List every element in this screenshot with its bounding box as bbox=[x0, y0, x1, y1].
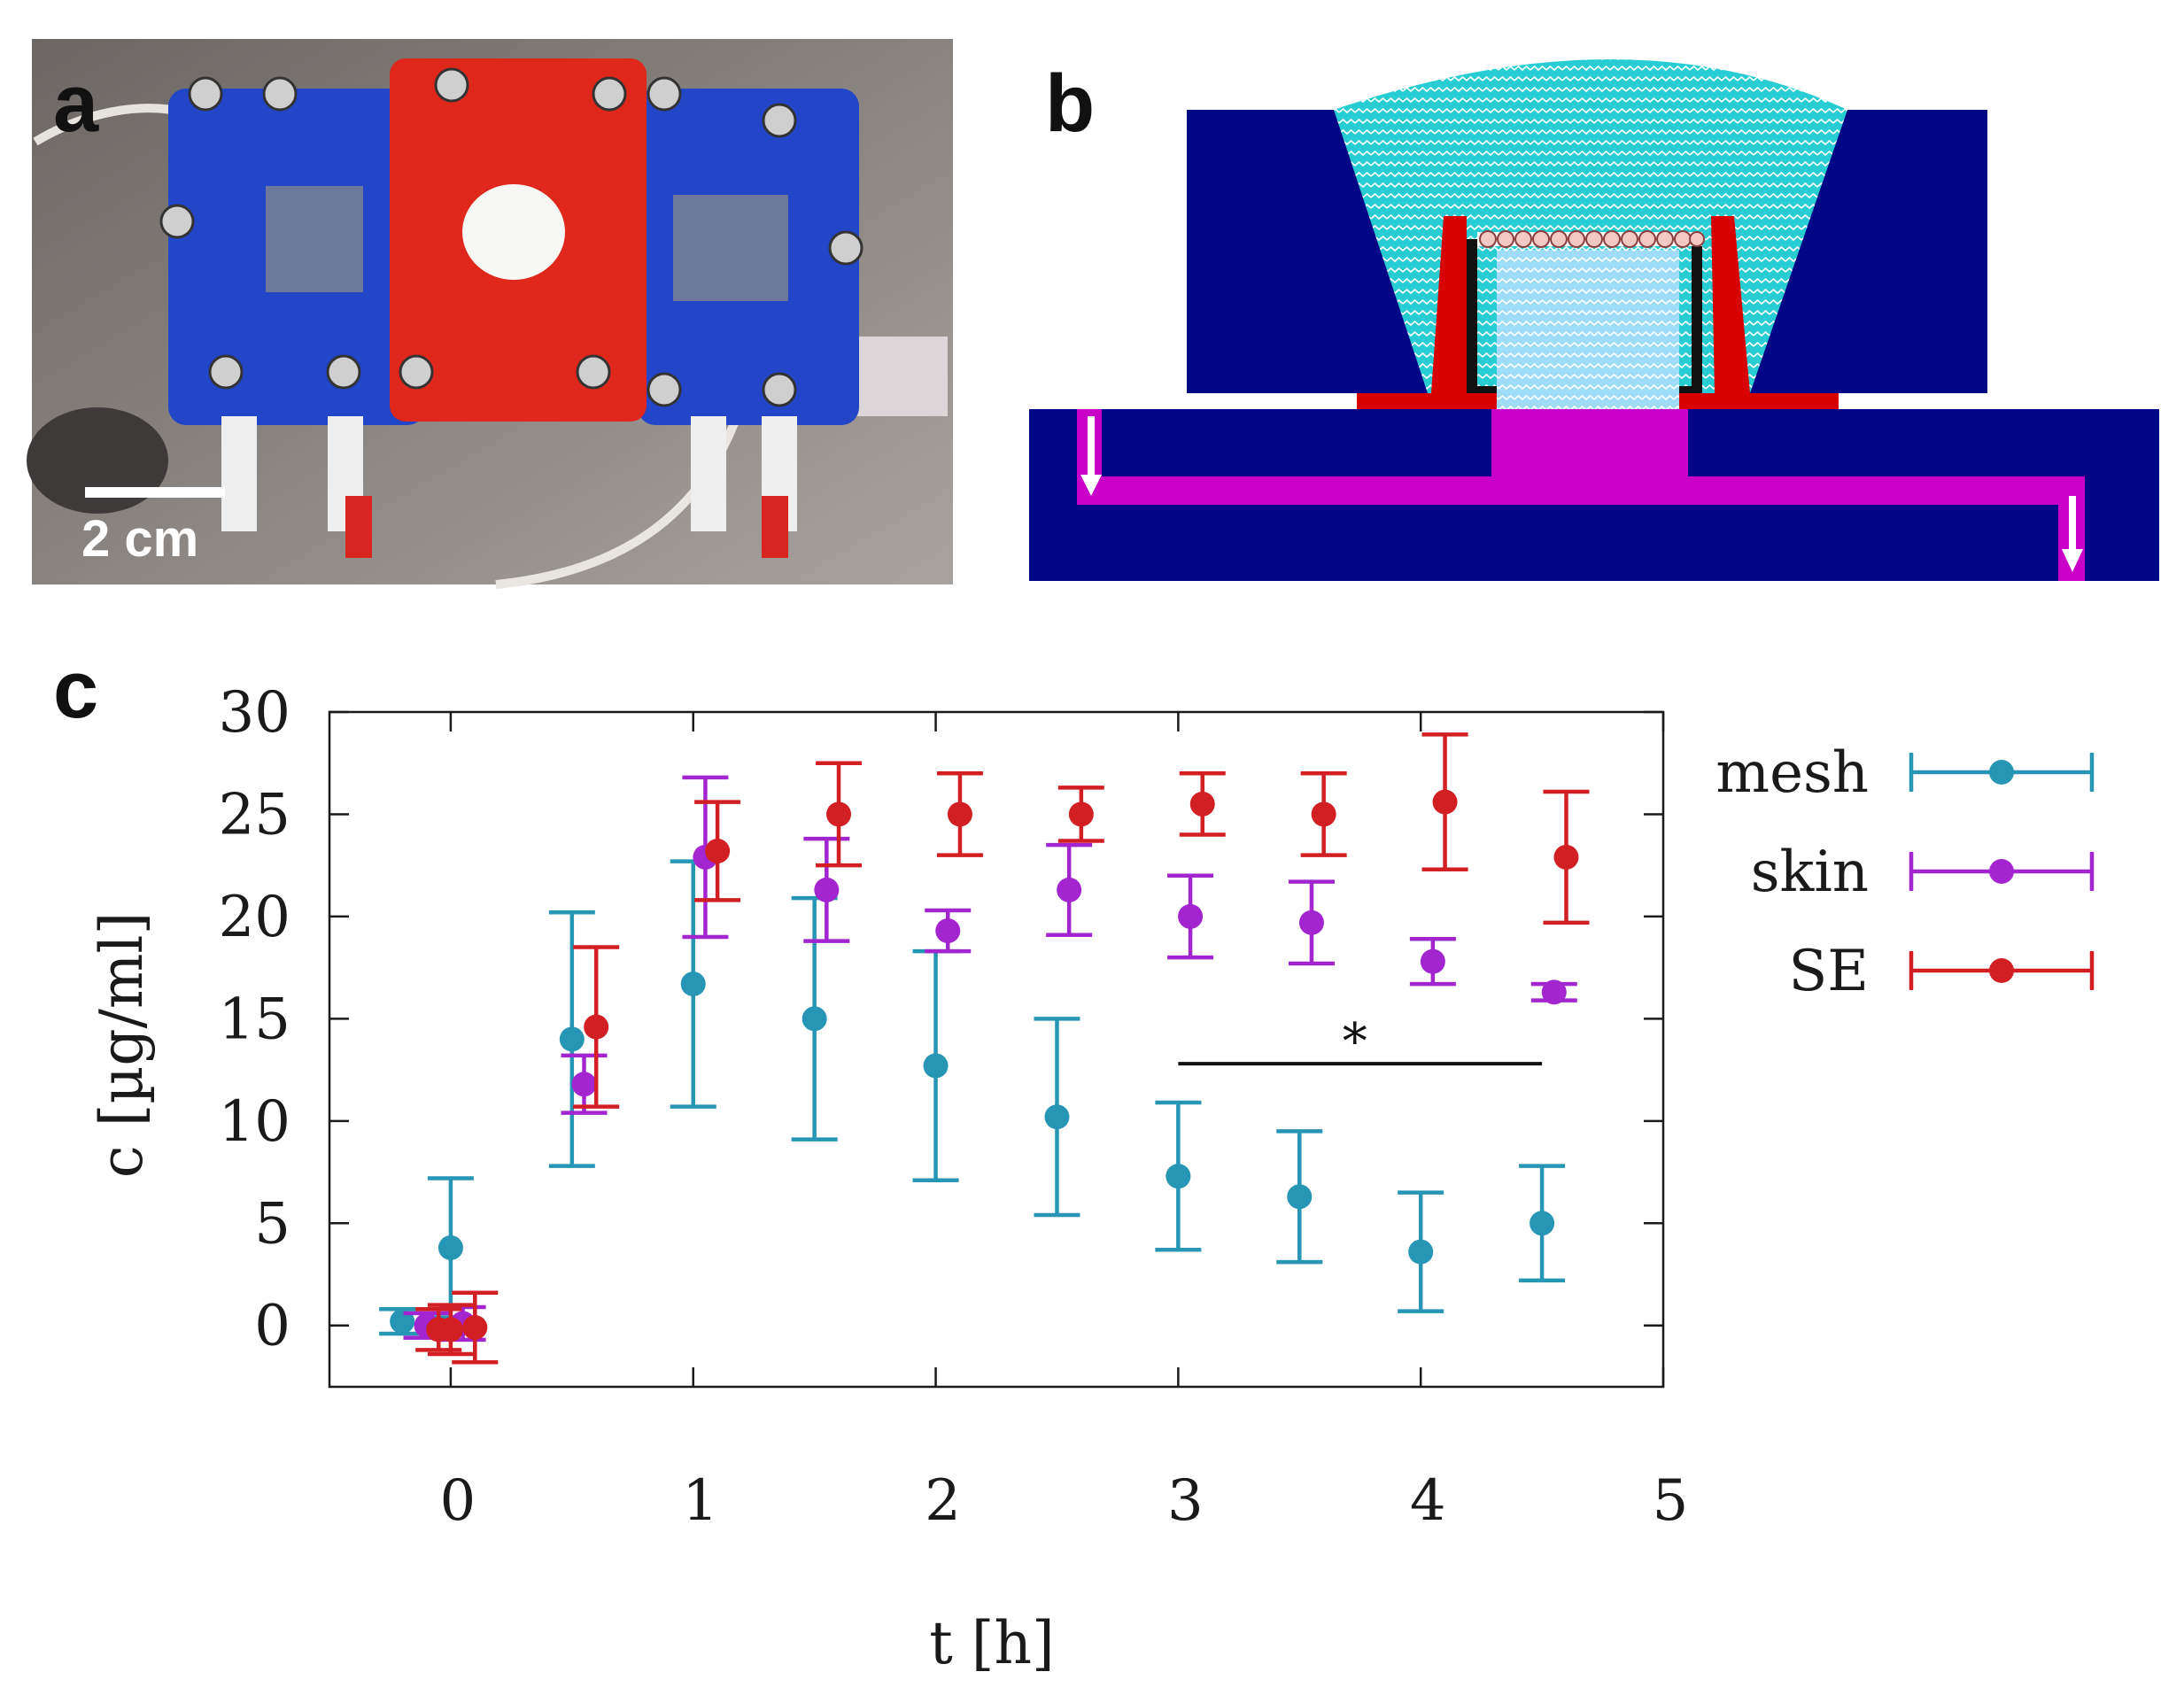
x-tick-labels: 0 1 2 3 4 5 bbox=[440, 1468, 1689, 1534]
axis-ticks bbox=[329, 710, 1665, 1387]
data-point bbox=[1553, 844, 1579, 870]
x-tick-label: 2 bbox=[925, 1468, 961, 1534]
y-tick-label: 30 bbox=[219, 680, 290, 746]
series-skin bbox=[403, 775, 1577, 1343]
insert-liner-left bbox=[1467, 239, 1497, 393]
data-point bbox=[1287, 1184, 1313, 1210]
blue-chamber-left bbox=[168, 89, 425, 558]
data-point bbox=[559, 1026, 585, 1052]
data-point bbox=[571, 1072, 597, 1097]
data-point bbox=[935, 918, 961, 944]
y-tick-label: 0 bbox=[254, 1294, 290, 1359]
legend-label: SE bbox=[1788, 939, 1869, 1004]
data-point bbox=[1057, 877, 1082, 902]
panel-letter-c: c bbox=[53, 645, 98, 735]
series-mesh bbox=[379, 859, 1566, 1336]
data-point bbox=[680, 971, 706, 997]
scale-bar bbox=[85, 487, 225, 498]
insert-wall-left bbox=[1431, 216, 1467, 393]
insert-wall-right bbox=[1711, 216, 1750, 393]
series-se bbox=[415, 732, 1590, 1365]
data-point bbox=[1044, 1104, 1070, 1130]
x-tick-label: 0 bbox=[440, 1468, 476, 1534]
plot-frame bbox=[328, 710, 1665, 1389]
insert-liner-right bbox=[1679, 239, 1702, 393]
data-point bbox=[947, 801, 972, 827]
data-point bbox=[923, 1053, 949, 1079]
data-point bbox=[1408, 1239, 1434, 1265]
data-point bbox=[462, 1315, 488, 1341]
x-axis-label: t [h] bbox=[929, 1609, 1055, 1677]
data-point bbox=[1178, 903, 1204, 929]
data-point bbox=[1420, 948, 1445, 974]
y-axis-label: c [µg/ml] bbox=[88, 912, 156, 1179]
data-point bbox=[1311, 801, 1336, 827]
y-tick-label: 5 bbox=[254, 1191, 290, 1257]
y-tick-label: 10 bbox=[219, 1089, 290, 1155]
y-tick-label: 20 bbox=[219, 885, 290, 950]
data-point bbox=[1189, 791, 1215, 817]
data-point bbox=[438, 1234, 463, 1260]
data-point bbox=[814, 877, 840, 902]
series-layer bbox=[379, 732, 1590, 1365]
y-tick-label: 15 bbox=[219, 987, 290, 1052]
flow-arrow-out bbox=[2062, 496, 2083, 572]
data-point bbox=[1432, 789, 1458, 815]
receptor-top bbox=[1491, 409, 1688, 476]
x-tick-label: 1 bbox=[682, 1468, 718, 1534]
data-point bbox=[1541, 979, 1567, 1005]
data-point bbox=[1166, 1164, 1191, 1189]
blue-chamber-right bbox=[638, 89, 859, 558]
data-point bbox=[705, 839, 731, 864]
skin-sample bbox=[462, 184, 565, 280]
receptor-channel bbox=[1077, 409, 2085, 581]
data-point bbox=[1068, 801, 1094, 827]
x-tick-label: 5 bbox=[1653, 1468, 1689, 1534]
panel-a: 2 cm a bbox=[27, 39, 953, 589]
legend-marker bbox=[1989, 760, 2014, 785]
legend-marker bbox=[1989, 958, 2014, 983]
data-point bbox=[438, 1317, 463, 1343]
data-point bbox=[584, 1014, 609, 1040]
legend-label: skin bbox=[1751, 840, 1869, 905]
legend-item-mesh: mesh bbox=[1715, 740, 2095, 806]
panel-letter-a: a bbox=[53, 58, 99, 149]
scale-bar-label: 2 cm bbox=[81, 510, 198, 568]
data-point bbox=[1530, 1211, 1555, 1236]
y-tick-label: 25 bbox=[219, 782, 290, 848]
x-tick-label: 4 bbox=[1410, 1468, 1446, 1534]
panel-letter-b: b bbox=[1045, 58, 1095, 149]
data-point bbox=[826, 801, 852, 827]
y-tick-labels: 0 5 10 15 20 25 30 bbox=[219, 680, 290, 1359]
flow-arrow-in bbox=[1080, 416, 1102, 496]
legend-item-skin: skin bbox=[1751, 840, 2095, 905]
significance-star: * bbox=[1343, 1013, 1367, 1071]
legend-marker bbox=[1989, 859, 2014, 884]
cell-layer bbox=[1477, 230, 1705, 248]
legend-label: mesh bbox=[1715, 740, 1869, 806]
x-tick-label: 3 bbox=[1167, 1468, 1204, 1534]
data-point bbox=[802, 1006, 827, 1032]
legend-item-se: SE bbox=[1788, 939, 2095, 1004]
panel-b: b bbox=[1029, 58, 2159, 581]
insert-medium bbox=[1497, 250, 1679, 409]
red-sample-holder bbox=[390, 58, 647, 422]
data-point bbox=[1298, 909, 1324, 935]
screws bbox=[159, 67, 864, 407]
